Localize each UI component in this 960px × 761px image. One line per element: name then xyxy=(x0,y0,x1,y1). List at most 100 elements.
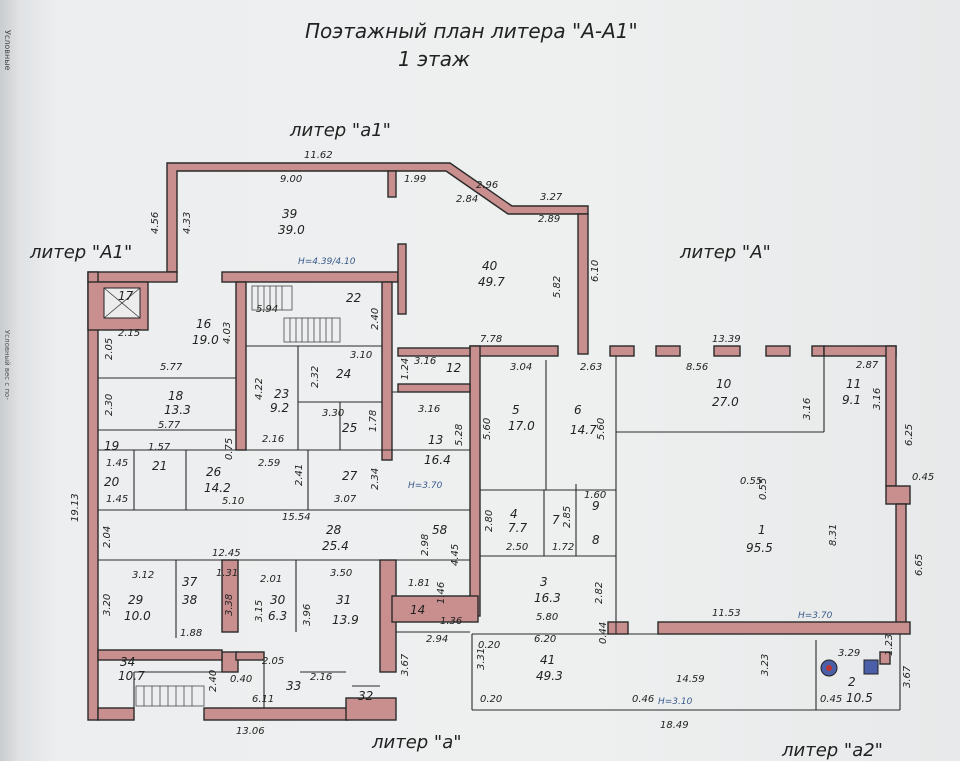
dimension-label: 5.82 xyxy=(552,276,563,298)
dimension-label: 4.56 xyxy=(150,212,161,234)
room-number: 21 xyxy=(152,459,167,473)
label-liter-a: литер "а" xyxy=(371,732,462,753)
dimension-label: 3.16 xyxy=(872,388,883,410)
dimension-label: 8.31 xyxy=(828,524,839,546)
room-area: 27.0 xyxy=(712,395,739,409)
height-label: Н=3.70 xyxy=(408,481,443,491)
label-liter-A1: литер "А1" xyxy=(29,242,132,263)
dimension-label: 2.87 xyxy=(856,360,879,371)
stairs-bottom xyxy=(135,685,205,707)
dimension-label: 5.77 xyxy=(160,362,183,373)
room-number: 12 xyxy=(446,361,461,375)
dimension-label: 2.50 xyxy=(506,542,528,553)
dimension-label: 2.85 xyxy=(562,506,573,528)
plan-title: Поэтажный план литера "А-А1" xyxy=(305,19,638,43)
room-area: 17.0 xyxy=(508,419,535,433)
dimension-label: 18.49 xyxy=(660,720,689,731)
dimension-label: 5.10 xyxy=(222,496,244,507)
room-number: 24 xyxy=(336,367,351,381)
elevator-shaft-icon xyxy=(103,287,141,319)
room-number: 17 xyxy=(118,289,134,303)
height-label: Н=4.39/4.10 xyxy=(298,257,356,267)
height-label: Н=3.70 xyxy=(798,611,833,621)
dimension-label: 0.45 xyxy=(820,694,842,705)
room-number: 6 xyxy=(574,403,582,417)
room-number: 29 xyxy=(128,593,143,607)
room-number: 13 xyxy=(428,433,443,447)
room-number: 10 xyxy=(716,377,732,391)
room-labels: 39 39.0 40 49.7 16 19.0 18 13.3 22 23 9.… xyxy=(104,207,873,705)
room-number: 32 xyxy=(358,689,373,703)
room-number: 18 xyxy=(168,389,184,403)
room-number: 23 xyxy=(274,387,289,401)
dimension-label: 1.88 xyxy=(180,628,202,639)
room-number: 34 xyxy=(120,655,135,669)
dimension-label: 2.30 xyxy=(104,394,115,416)
room-number: 3 xyxy=(540,575,548,589)
dimension-label: 2.32 xyxy=(310,366,321,388)
dimension-label: 1.57 xyxy=(148,442,171,453)
room-area: 39.0 xyxy=(278,223,305,237)
room-number: 19 xyxy=(104,439,119,453)
dimension-label: 3.16 xyxy=(418,404,440,415)
room-number: 9 xyxy=(592,499,600,513)
room-number: 7 xyxy=(552,513,560,527)
room-number: 30 xyxy=(270,593,286,607)
room-number: 16 xyxy=(196,317,212,331)
room-number: 38 xyxy=(182,593,198,607)
dimension-label: 2.05 xyxy=(104,338,115,360)
dimension-label: 6.10 xyxy=(590,260,601,282)
dimension-label: 13.06 xyxy=(236,726,265,737)
dimension-label: 2.82 xyxy=(594,582,605,604)
dimension-label: 5.94 xyxy=(256,304,278,315)
plan-subtitle: 1 этаж xyxy=(398,47,470,71)
dimension-label: 11.62 xyxy=(304,150,333,161)
room-number: 40 xyxy=(482,259,498,273)
equipment-icon xyxy=(863,659,879,675)
dimension-label: 1.36 xyxy=(440,616,462,627)
room-number: 22 xyxy=(346,291,361,305)
binding-text: Условные xyxy=(3,30,12,71)
room-number: 25 xyxy=(342,421,357,435)
room-number: 27 xyxy=(342,469,358,483)
room-area: 49.7 xyxy=(478,275,505,289)
dimension-label: 3.15 xyxy=(254,600,265,622)
room-area: 25.4 xyxy=(322,539,349,553)
room-area: 19.0 xyxy=(192,333,219,347)
dimension-label: 1.72 xyxy=(552,542,574,553)
dimension-label: 0.55 xyxy=(740,476,762,487)
room-number: 5 xyxy=(512,403,520,417)
dimension-label: 6.20 xyxy=(534,634,556,645)
room-number: 41 xyxy=(540,653,555,667)
dimension-label: 2.05 xyxy=(262,656,284,667)
dimension-label: 2.63 xyxy=(580,362,602,373)
binding-strip: Условные Условный вес с по- xyxy=(0,0,22,761)
dimension-label: 19.13 xyxy=(70,493,81,522)
dimension-label: 0.45 xyxy=(912,472,934,483)
dimension-label: 5.60 xyxy=(596,418,607,440)
dimension-labels: 11.62 9.00 1.99 2.96 2.84 3.27 2.89 4.56… xyxy=(70,150,934,737)
dimension-label: 2.40 xyxy=(370,308,381,330)
room-area: 49.3 xyxy=(536,669,563,683)
dimension-label: 0.40 xyxy=(230,674,252,685)
dimension-label: 2.80 xyxy=(484,510,495,532)
dimension-label: 2.94 xyxy=(426,634,448,645)
dimension-label: 3.20 xyxy=(102,594,113,616)
room-number: 1 xyxy=(758,523,766,537)
dimension-label: 0.46 xyxy=(632,694,654,705)
room-area: 6.3 xyxy=(268,609,287,623)
dimension-label: 1.78 xyxy=(368,410,379,432)
dimension-label: 4.22 xyxy=(254,378,265,400)
dimension-label: 5.60 xyxy=(482,418,493,440)
dimension-label: 3.07 xyxy=(334,494,357,505)
room-area: 9.2 xyxy=(270,401,289,415)
dimension-label: 2.59 xyxy=(258,458,280,469)
dimension-label: 4.33 xyxy=(182,212,193,234)
dimension-label: 3.04 xyxy=(510,362,532,373)
dimension-label: 0.75 xyxy=(224,438,235,460)
dimension-label: 9.00 xyxy=(280,174,302,185)
room-area: 13.3 xyxy=(164,403,191,417)
room-area: 16.4 xyxy=(424,453,451,467)
